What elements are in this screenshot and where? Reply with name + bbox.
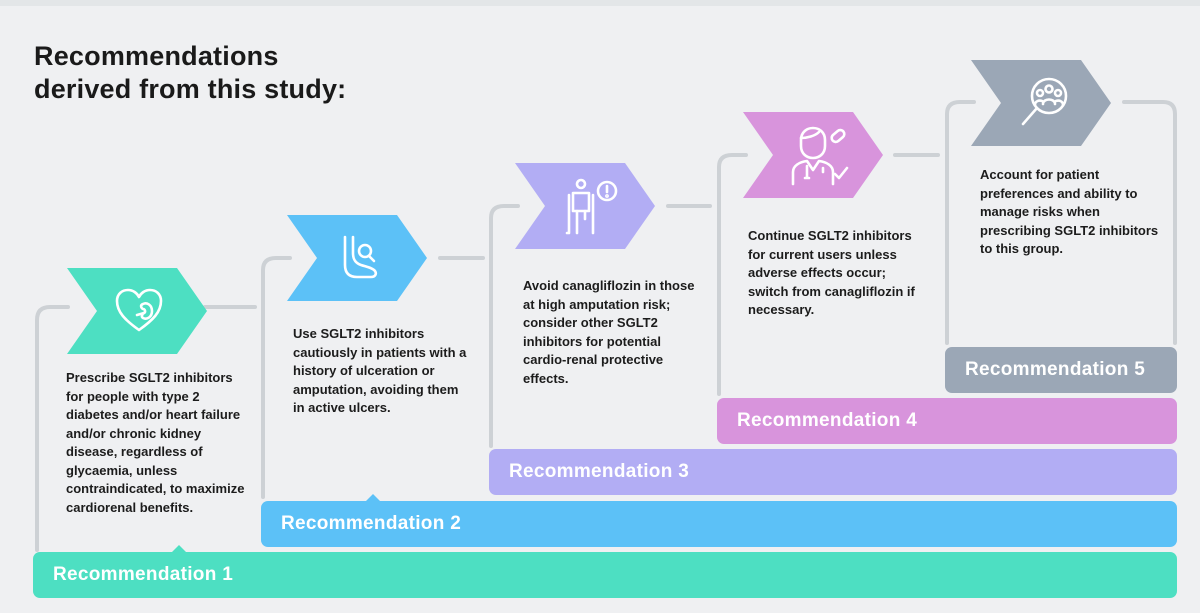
recommendation-2-label: Recommendation 2 — [281, 513, 462, 534]
recommendation-4-label: Recommendation 4 — [737, 410, 918, 431]
recommendation-2-text: Use SGLT2 inhibitors cautiously in patie… — [293, 326, 467, 415]
recommendation-2-bar: Recommendation 2 — [261, 494, 1177, 547]
bar-1-notch — [171, 545, 187, 553]
recommendation-5-bar: Recommendation 5 — [945, 347, 1177, 393]
recommendation-5-text: Account for patient preferences and abil… — [980, 167, 1159, 256]
top-strip — [0, 0, 1200, 6]
recommendation-3-label: Recommendation 3 — [509, 461, 690, 482]
connector-4 — [717, 153, 748, 396]
patients-magnifier-icon — [1021, 77, 1068, 126]
doctor-pill-icon — [791, 126, 849, 186]
connector-1 — [35, 305, 70, 552]
heart-kidney-icon — [115, 288, 163, 332]
recommendation-1-text: Prescribe SGLT2 inhibitors for people wi… — [66, 370, 245, 515]
recommendation-1-bar: Recommendation 1 — [33, 545, 1177, 598]
recommendation-3-chevron — [515, 163, 673, 249]
amputee-alert-icon — [565, 178, 618, 235]
recommendation-3-bar: Recommendation 3 — [489, 449, 1177, 495]
recommendation-1-label: Recommendation 1 — [53, 564, 234, 585]
recommendation-1-chevron — [67, 268, 225, 354]
connector-5b — [1122, 100, 1177, 345]
recommendation-3-text: Avoid canagliflozin in those at high amp… — [523, 278, 695, 386]
recommendation-5-label: Recommendation 5 — [965, 359, 1146, 380]
recommendation-4-chevron — [743, 112, 901, 198]
connector-3 — [489, 204, 520, 448]
bar-2-notch — [365, 494, 381, 502]
foot-magnifier-icon — [343, 235, 378, 279]
recommendation-5-chevron — [971, 60, 1129, 146]
recommendation-4-text: Continue SGLT2 inhibitors for current us… — [748, 228, 915, 317]
recommendation-2-chevron — [287, 215, 445, 301]
recommendation-4-bar: Recommendation 4 — [717, 398, 1177, 444]
connector-2 — [261, 256, 292, 499]
connector-5 — [945, 100, 976, 345]
page-title: Recommendations derived from this study: — [34, 41, 347, 104]
